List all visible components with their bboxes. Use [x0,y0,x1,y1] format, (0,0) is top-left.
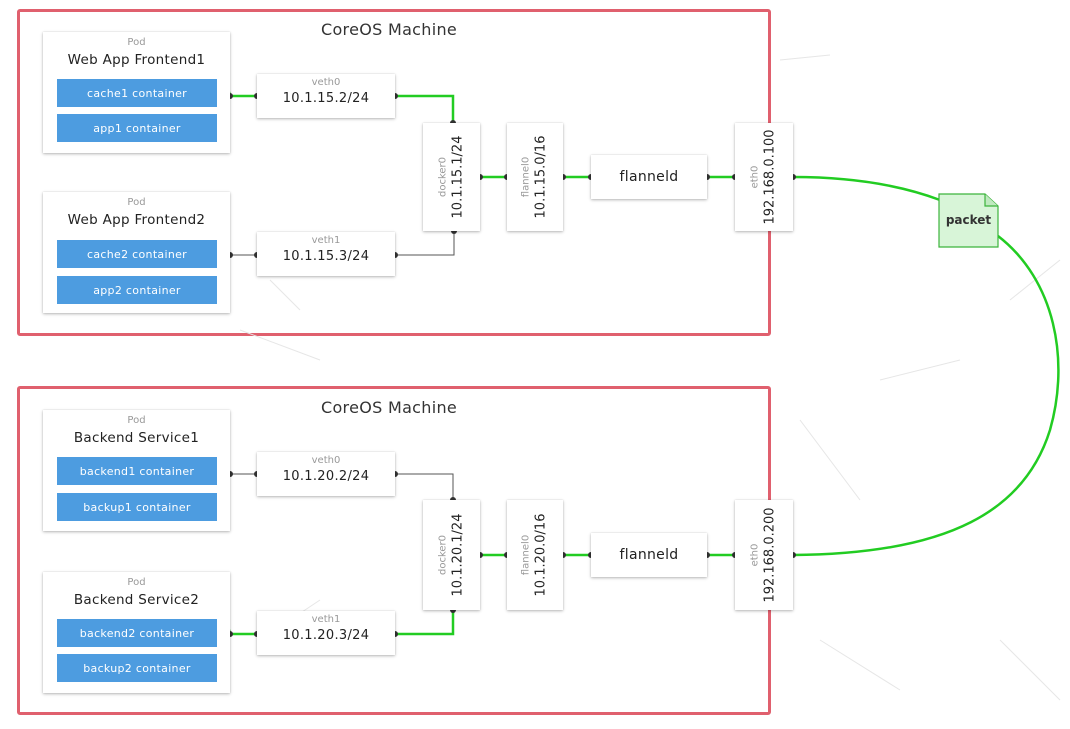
flanneld-label: flanneld [619,547,679,563]
flanneld-daemon[interactable]: flanneld [591,533,707,577]
flannel-name: flannel0 [520,156,532,198]
wire-eth0-to-packet [792,175,941,202]
docker-name: docker0 [437,534,449,576]
docker0-bridge[interactable]: docker0 10.1.20.1/24 [423,500,480,610]
pod-name: Backend Service2 [73,592,200,608]
flanneld-label: flanneld [619,169,679,185]
container-app1[interactable]: app1 container [57,114,217,142]
container-app2[interactable]: app2 container [57,276,217,304]
pod-tag: Pod [127,577,146,588]
veth-ip: 10.1.20.3/24 [282,628,370,643]
wire-veth0-to-docker0 [395,94,455,123]
veth-name: veth1 [311,614,341,625]
container-backup2[interactable]: backup2 container [57,654,217,682]
flannel-ip: 10.1.20.0/16 [533,513,549,597]
machine-title: CoreOS Machine [321,20,458,39]
pod-backend-service2[interactable]: Pod Backend Service2 backend2 container … [43,572,230,693]
container-backend2[interactable]: backend2 container [57,619,217,647]
eth0-interface[interactable]: eth0 192.168.0.100 [735,123,793,231]
flannel0-interface[interactable]: flannel0 10.1.15.0/16 [507,123,563,231]
eth-name: eth0 [749,165,761,189]
veth-name: veth0 [311,455,341,466]
background-lines [239,54,1061,701]
flannel-name: flannel0 [520,534,532,576]
docker-ip: 10.1.20.1/24 [449,513,465,597]
pod-backend-service1[interactable]: Pod Backend Service1 backend1 container … [43,410,230,531]
veth-name: veth0 [311,77,341,88]
packet-label: packet [945,213,992,227]
wire-veth0-to-docker0-2 [395,473,454,500]
packet-icon: packet [938,193,999,248]
veth1-interface[interactable]: veth1 10.1.15.3/24 [257,232,395,276]
flannel-ip: 10.1.15.0/16 [533,135,549,219]
pod-tag: Pod [127,37,146,48]
container-backup1[interactable]: backup1 container [57,493,217,521]
pod-web-app-frontend1[interactable]: Pod Web App Frontend1 cache1 container a… [43,32,230,153]
eth-name: eth0 [749,543,761,567]
pod-name: Web App Frontend1 [67,52,206,68]
veth-ip: 10.1.15.3/24 [282,249,370,264]
eth-ip: 192.168.0.100 [762,129,778,225]
pod-name: Backend Service1 [73,430,200,446]
docker-ip: 10.1.15.1/24 [449,135,465,219]
docker-name: docker0 [437,156,449,198]
pod-tag: Pod [127,415,146,426]
veth-ip: 10.1.15.2/24 [282,91,370,106]
container-cache2[interactable]: cache2 container [57,240,217,268]
veth0-interface[interactable]: veth0 10.1.15.2/24 [257,74,395,118]
veth0-interface[interactable]: veth0 10.1.20.2/24 [257,452,395,496]
eth0-interface[interactable]: eth0 192.168.0.200 [735,500,793,610]
veth-ip: 10.1.20.2/24 [282,469,370,484]
pod-web-app-frontend2[interactable]: Pod Web App Frontend2 cache2 container a… [43,192,230,313]
container-cache1[interactable]: cache1 container [57,79,217,107]
pod-name: Web App Frontend2 [67,212,206,228]
pod-tag: Pod [127,197,146,208]
wire-veth1-to-docker0-2 [395,610,455,636]
eth-ip: 192.168.0.200 [762,507,778,603]
machine-title: CoreOS Machine [321,398,458,417]
container-backend1[interactable]: backend1 container [57,457,217,485]
wire-packet-to-eth0-2 [792,235,1060,557]
docker0-bridge[interactable]: docker0 10.1.15.1/24 [423,123,480,231]
flannel0-interface[interactable]: flannel0 10.1.20.0/16 [507,500,563,610]
wire-veth1-to-docker0 [395,231,455,256]
veth1-interface[interactable]: veth1 10.1.20.3/24 [257,611,395,655]
veth-name: veth1 [311,235,341,246]
flanneld-daemon[interactable]: flanneld [591,155,707,199]
